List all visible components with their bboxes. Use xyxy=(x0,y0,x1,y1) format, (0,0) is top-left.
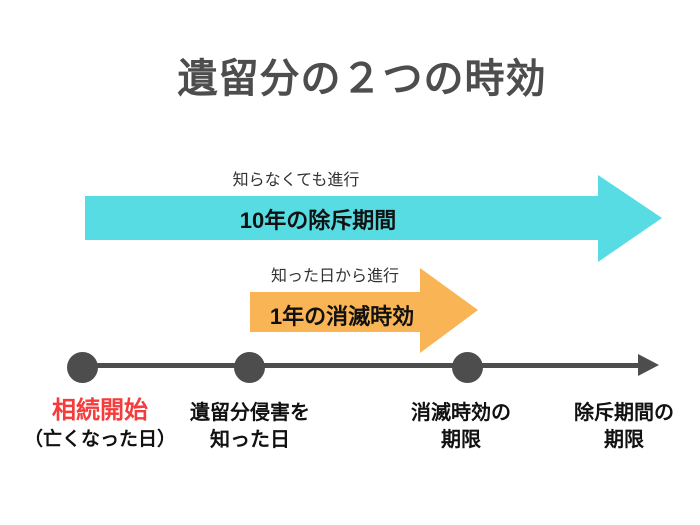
timeline-arrowhead-icon xyxy=(638,354,659,376)
timeline-label-inheritance-start-line1: 相続開始 xyxy=(52,397,148,424)
timeline-label-exclusion-deadline-line1: 除斥期間の xyxy=(574,402,674,424)
timeline-label-infringement-known-line2: 知った日 xyxy=(210,429,290,451)
extinction-arrow-body xyxy=(250,292,420,332)
timeline-dot-infringement-known xyxy=(234,352,265,383)
timeline-dot-inheritance-start xyxy=(67,352,98,383)
page-title: 遺留分の２つの時効 xyxy=(177,57,547,101)
timeline-label-inheritance-start: 相続開始 （亡くなった日） xyxy=(19,396,181,453)
timeline-dot-extinction-deadline xyxy=(452,352,483,383)
timeline-label-extinction-deadline-line1: 消滅時効の xyxy=(411,402,511,424)
exclusion-arrow-head-icon xyxy=(598,175,662,262)
extinction-arrow-head-icon xyxy=(420,268,478,353)
timeline-label-extinction-deadline-line2: 期限 xyxy=(441,429,481,451)
exclusion-arrow-note: 知らなくても進行 xyxy=(232,172,360,189)
timeline-label-exclusion-deadline: 除斥期間の 期限 xyxy=(549,400,699,454)
timeline-label-infringement-known: 遺留分侵害を 知った日 xyxy=(175,400,325,454)
timeline-line xyxy=(80,363,640,368)
timeline-label-infringement-known-line1: 遺留分侵害を xyxy=(190,402,310,424)
timeline-label-extinction-deadline: 消滅時効の 期限 xyxy=(386,400,536,454)
extinction-arrow-note: 知った日から進行 xyxy=(270,268,399,285)
exclusion-arrow-label: 10年の除斥期間 xyxy=(239,208,397,233)
exclusion-arrow-body xyxy=(85,196,598,240)
extinction-arrow-label: 1年の消滅時効 xyxy=(269,304,415,329)
timeline-label-exclusion-deadline-line2: 期限 xyxy=(604,429,644,451)
timeline-label-inheritance-start-line2: （亡くなった日） xyxy=(23,429,176,450)
